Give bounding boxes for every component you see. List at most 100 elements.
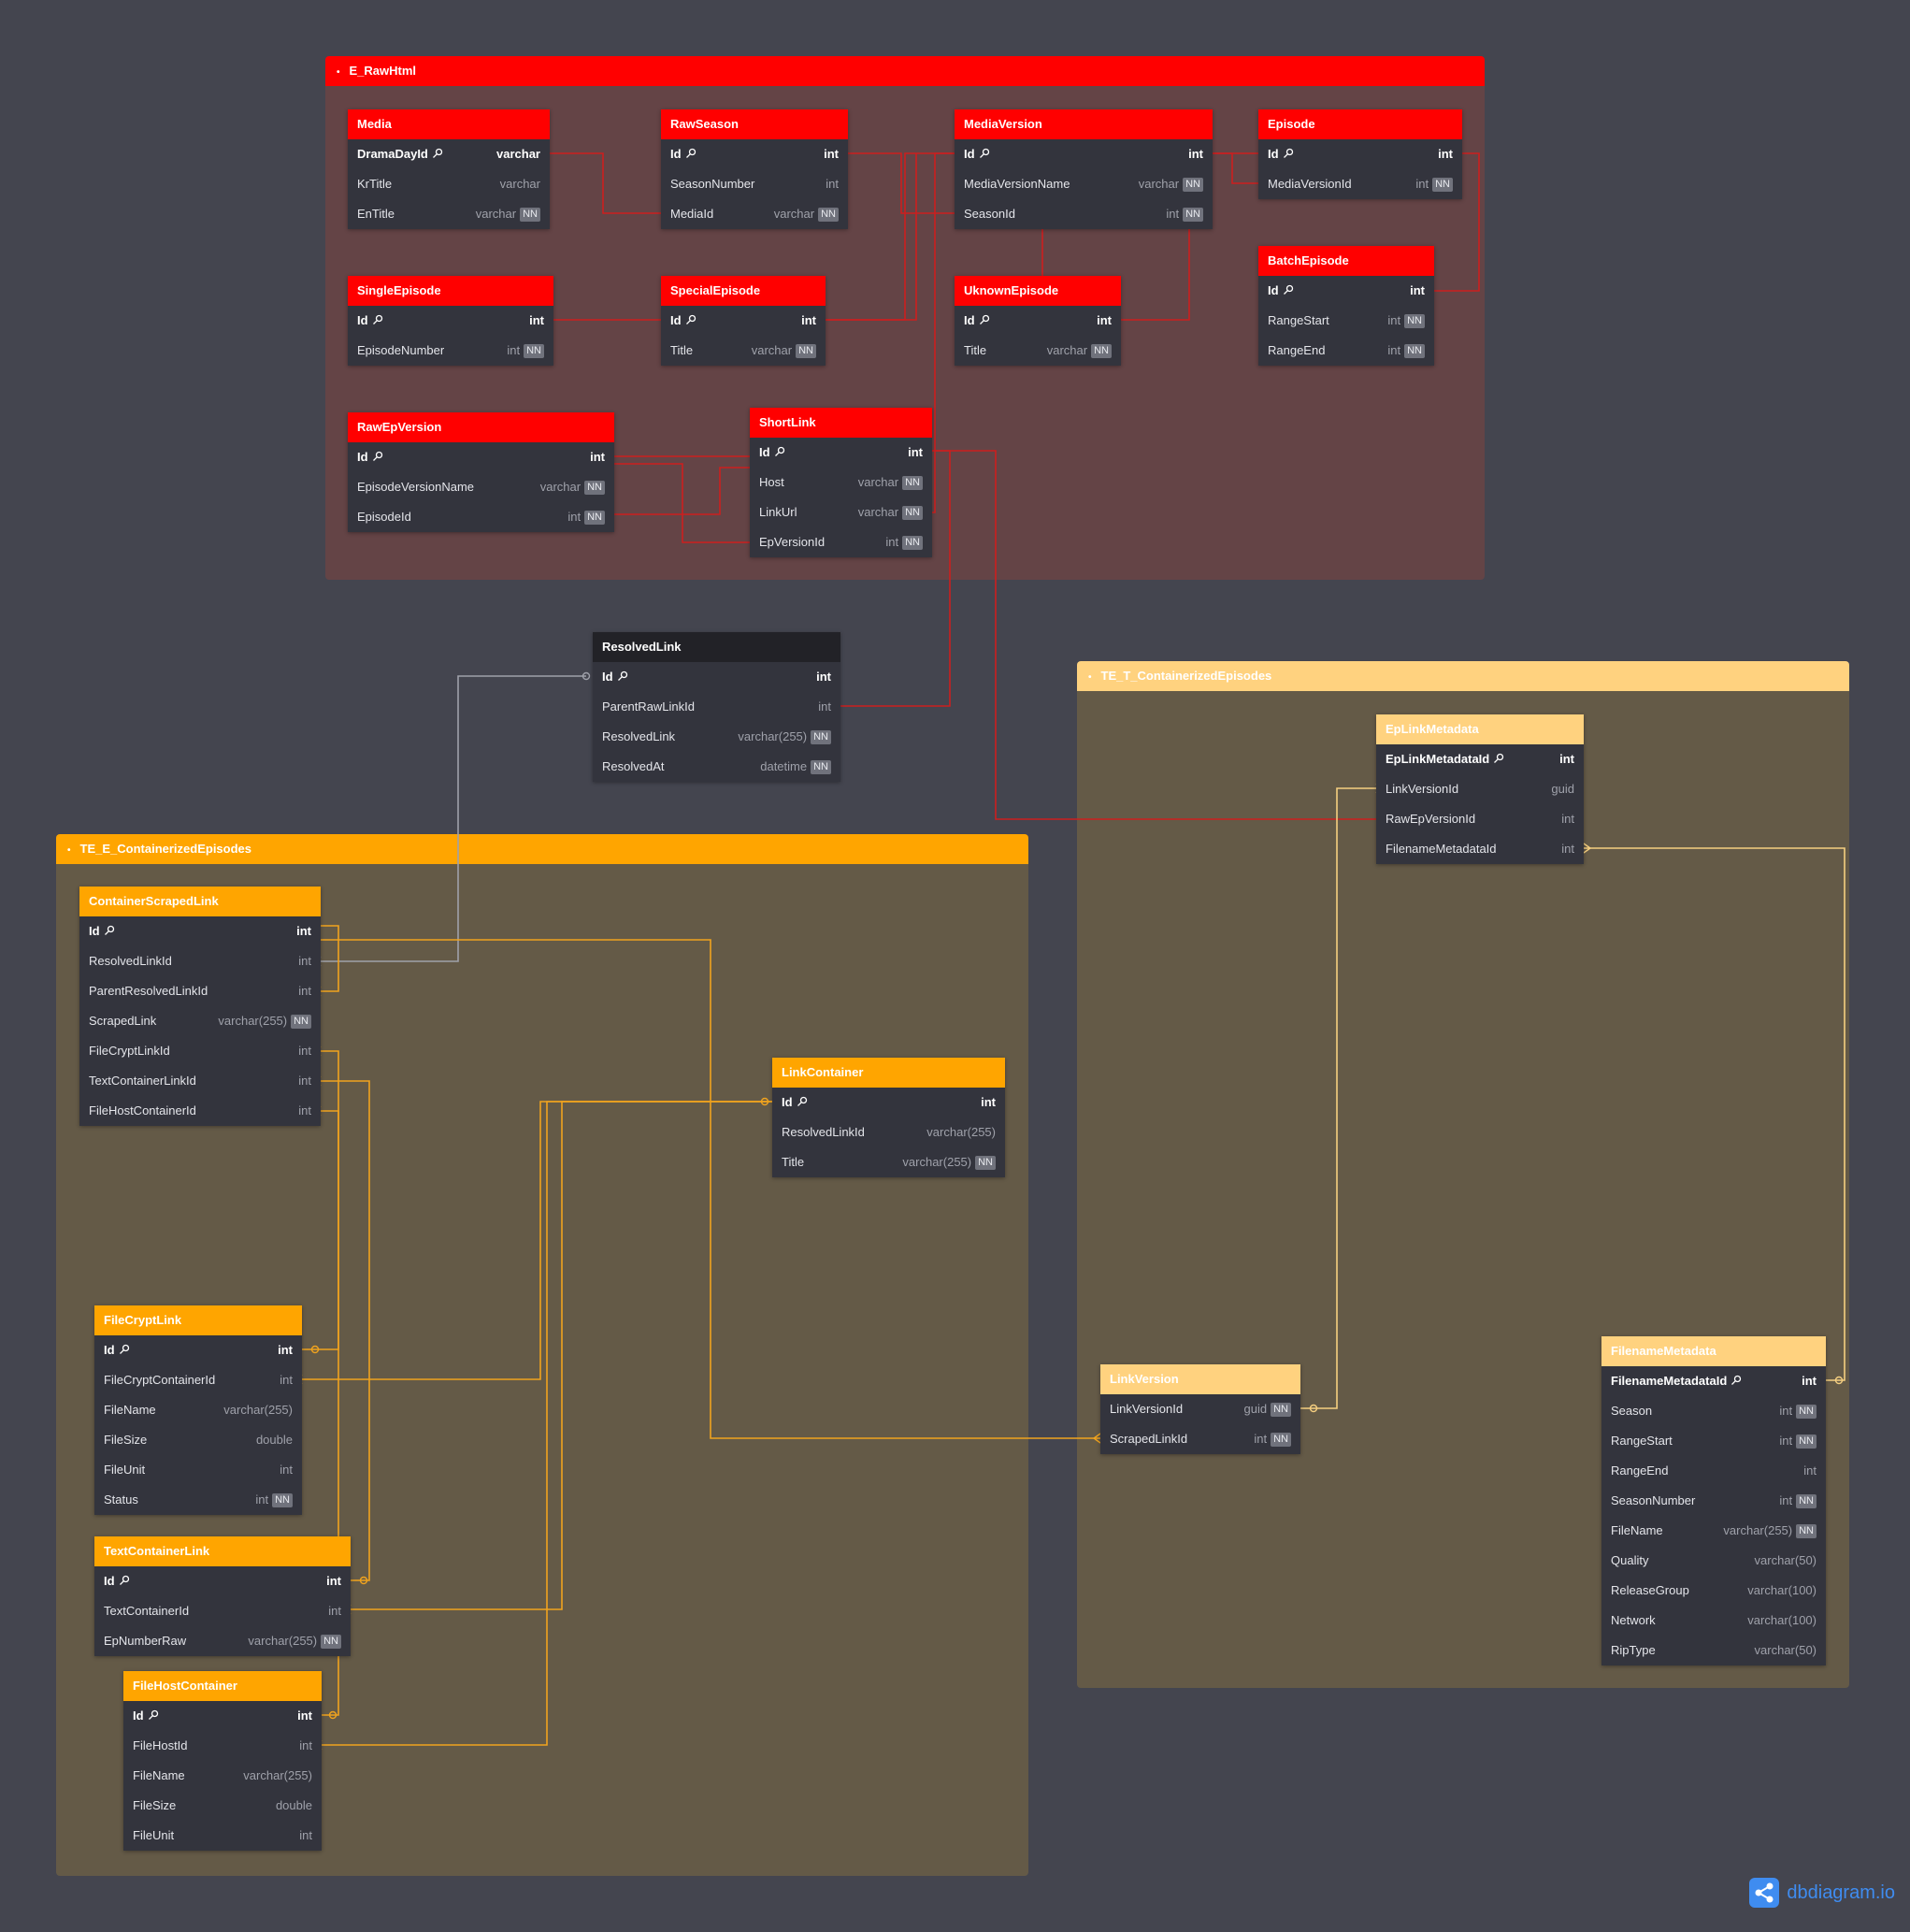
table-header[interactable]: ShortLink — [750, 408, 932, 438]
table-header[interactable]: SpecialEpisode — [661, 276, 826, 306]
table-header[interactable]: TextContainerLink — [94, 1536, 351, 1566]
table-header[interactable]: BatchEpisode — [1258, 246, 1434, 276]
table-header[interactable]: LinkContainer — [772, 1058, 1005, 1088]
table-header[interactable]: FilenameMetadata — [1601, 1336, 1826, 1366]
table-header[interactable]: ContainerScrapedLink — [79, 887, 321, 916]
table-header[interactable]: SingleEpisode — [348, 276, 553, 306]
table-header[interactable]: UknownEpisode — [955, 276, 1121, 306]
table-header[interactable]: LinkVersion — [1100, 1364, 1300, 1394]
table-group-header[interactable]: •TE_E_ContainerizedEpisodes — [56, 834, 1028, 864]
table-group-header[interactable]: •TE_T_ContainerizedEpisodes — [1077, 661, 1849, 691]
table-header[interactable]: MediaVersion — [955, 109, 1213, 139]
table-header[interactable]: FileHostContainer — [123, 1671, 322, 1701]
table-header[interactable]: Episode — [1258, 109, 1462, 139]
table-header[interactable]: FileCryptLink — [94, 1305, 302, 1335]
table-header[interactable]: EpLinkMetadata — [1376, 714, 1584, 744]
brand-logo[interactable]: dbdiagram.io — [1749, 1878, 1895, 1908]
table-header[interactable]: RawSeason — [661, 109, 848, 139]
table-group-header[interactable]: •E_RawHtml — [325, 56, 1485, 86]
table-header[interactable]: Media — [348, 109, 550, 139]
table-header[interactable]: RawEpVersion — [348, 412, 614, 442]
